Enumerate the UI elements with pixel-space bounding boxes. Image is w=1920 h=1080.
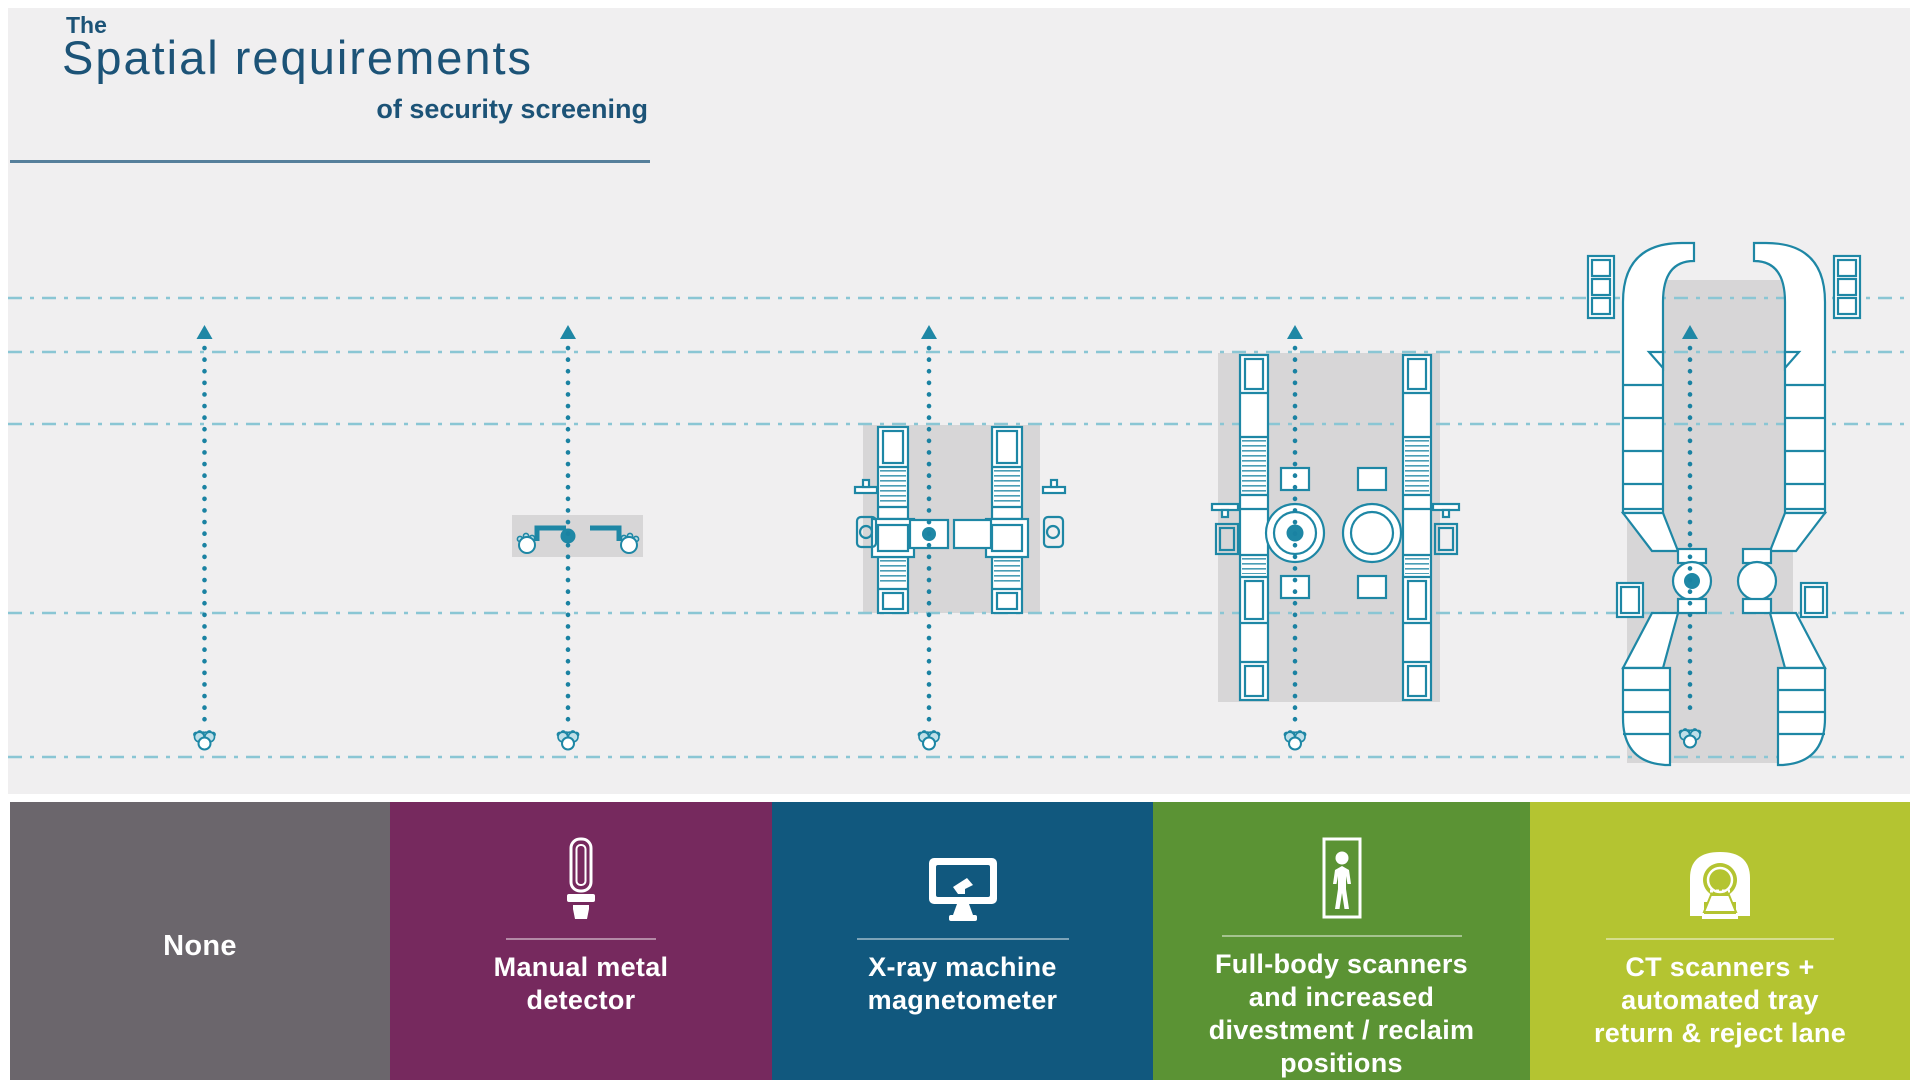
- title-prefix: The: [66, 12, 107, 38]
- stage-label-line: magnetometer: [867, 985, 1058, 1015]
- stage-panel-none: None: [10, 802, 390, 1080]
- panel-divider: [1221, 935, 1462, 937]
- panel-divider: [506, 938, 656, 940]
- stage-label-line: None: [163, 930, 237, 962]
- page-title: Spatial requirements: [62, 31, 534, 84]
- ct-scanner-icon: [1690, 852, 1750, 919]
- diagram-canvas: [8, 8, 1910, 794]
- body-scanner-icon: [1322, 837, 1361, 919]
- stage-label-line: return & reject lane: [1593, 1018, 1847, 1048]
- stage-label-line: divestment / reclaim: [1208, 1015, 1475, 1045]
- xray-monitor-icon: [928, 858, 997, 921]
- stage-label-line: X-ray machine: [868, 952, 1057, 982]
- stage-4-body-scanner-drawing: [1210, 353, 1461, 702]
- stage-3-xray-drawing: [853, 425, 1067, 615]
- waiting-passengers: [192, 727, 1702, 751]
- stage-label-line: CT scanners +: [1625, 952, 1815, 982]
- panel-divider: [1606, 938, 1834, 940]
- stage-label-line: Full-body scanners: [1215, 949, 1468, 979]
- queue-arrows: [196, 325, 1698, 730]
- distance-lines: [8, 296, 1910, 759]
- stage-label-line: detector: [526, 985, 636, 1015]
- title-subtitle: of security screening: [376, 94, 648, 124]
- ct-scanner-icon-box: [1680, 836, 1760, 922]
- title-underline: [10, 160, 650, 163]
- stage-label-line: Manual metal: [493, 952, 669, 982]
- stage-label-line: automated tray: [1621, 985, 1819, 1015]
- stage-label-line: positions: [1280, 1048, 1403, 1078]
- xray-monitor-icon-box: [923, 836, 1003, 922]
- body-scanner-icon-box: [1302, 836, 1382, 919]
- handheld-metal-detector-icon-box: [551, 836, 611, 922]
- stage-label-line: and increased: [1248, 982, 1435, 1012]
- handheld-metal-detector-icon: [567, 837, 595, 919]
- panel-divider: [856, 938, 1069, 940]
- stage-5-ct-drawing: [1586, 241, 1862, 767]
- stage-label: None: [163, 930, 237, 963]
